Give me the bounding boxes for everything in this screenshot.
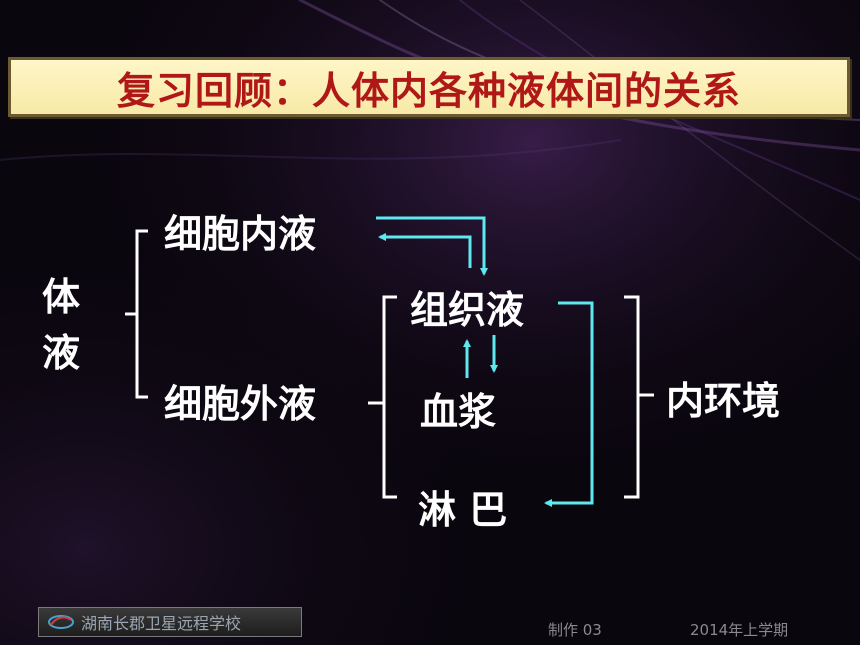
- term-text: 2014年上学期: [690, 621, 789, 639]
- label-intracellular-fluid: 细胞内液: [164, 212, 317, 256]
- slide-title: 复习回顾：人体内各种液体间的关系: [116, 67, 741, 113]
- intracellular-to-tissue-arrow: [376, 216, 488, 276]
- school-name: 湖南长郡卫星远程学校: [81, 614, 242, 633]
- label-lymph: 淋 巴: [418, 488, 508, 532]
- label-extracellular-fluid: 细胞外液: [164, 382, 317, 426]
- body-fluid-bracket: [125, 229, 148, 399]
- school-badge: 湖南长郡卫星远程学校: [38, 607, 302, 637]
- internal-environment-bracket: [624, 295, 654, 499]
- label-body-fluid-1: 体: [42, 275, 81, 319]
- school-logo-icon: [48, 615, 74, 629]
- extracellular-bracket: [368, 295, 397, 499]
- tissue-to-intracellular-arrow: [378, 233, 472, 268]
- tissue-to-lymph-arrow: [544, 301, 594, 507]
- label-plasma: 血浆: [420, 390, 497, 434]
- label-body-fluid-2: 液: [42, 331, 81, 375]
- title-banner: 复习回顾：人体内各种液体间的关系: [8, 57, 850, 117]
- made-by-text: 制作 03: [548, 621, 602, 639]
- label-internal-environment: 内环境: [666, 379, 781, 423]
- label-tissue-fluid: 组织液: [410, 288, 525, 332]
